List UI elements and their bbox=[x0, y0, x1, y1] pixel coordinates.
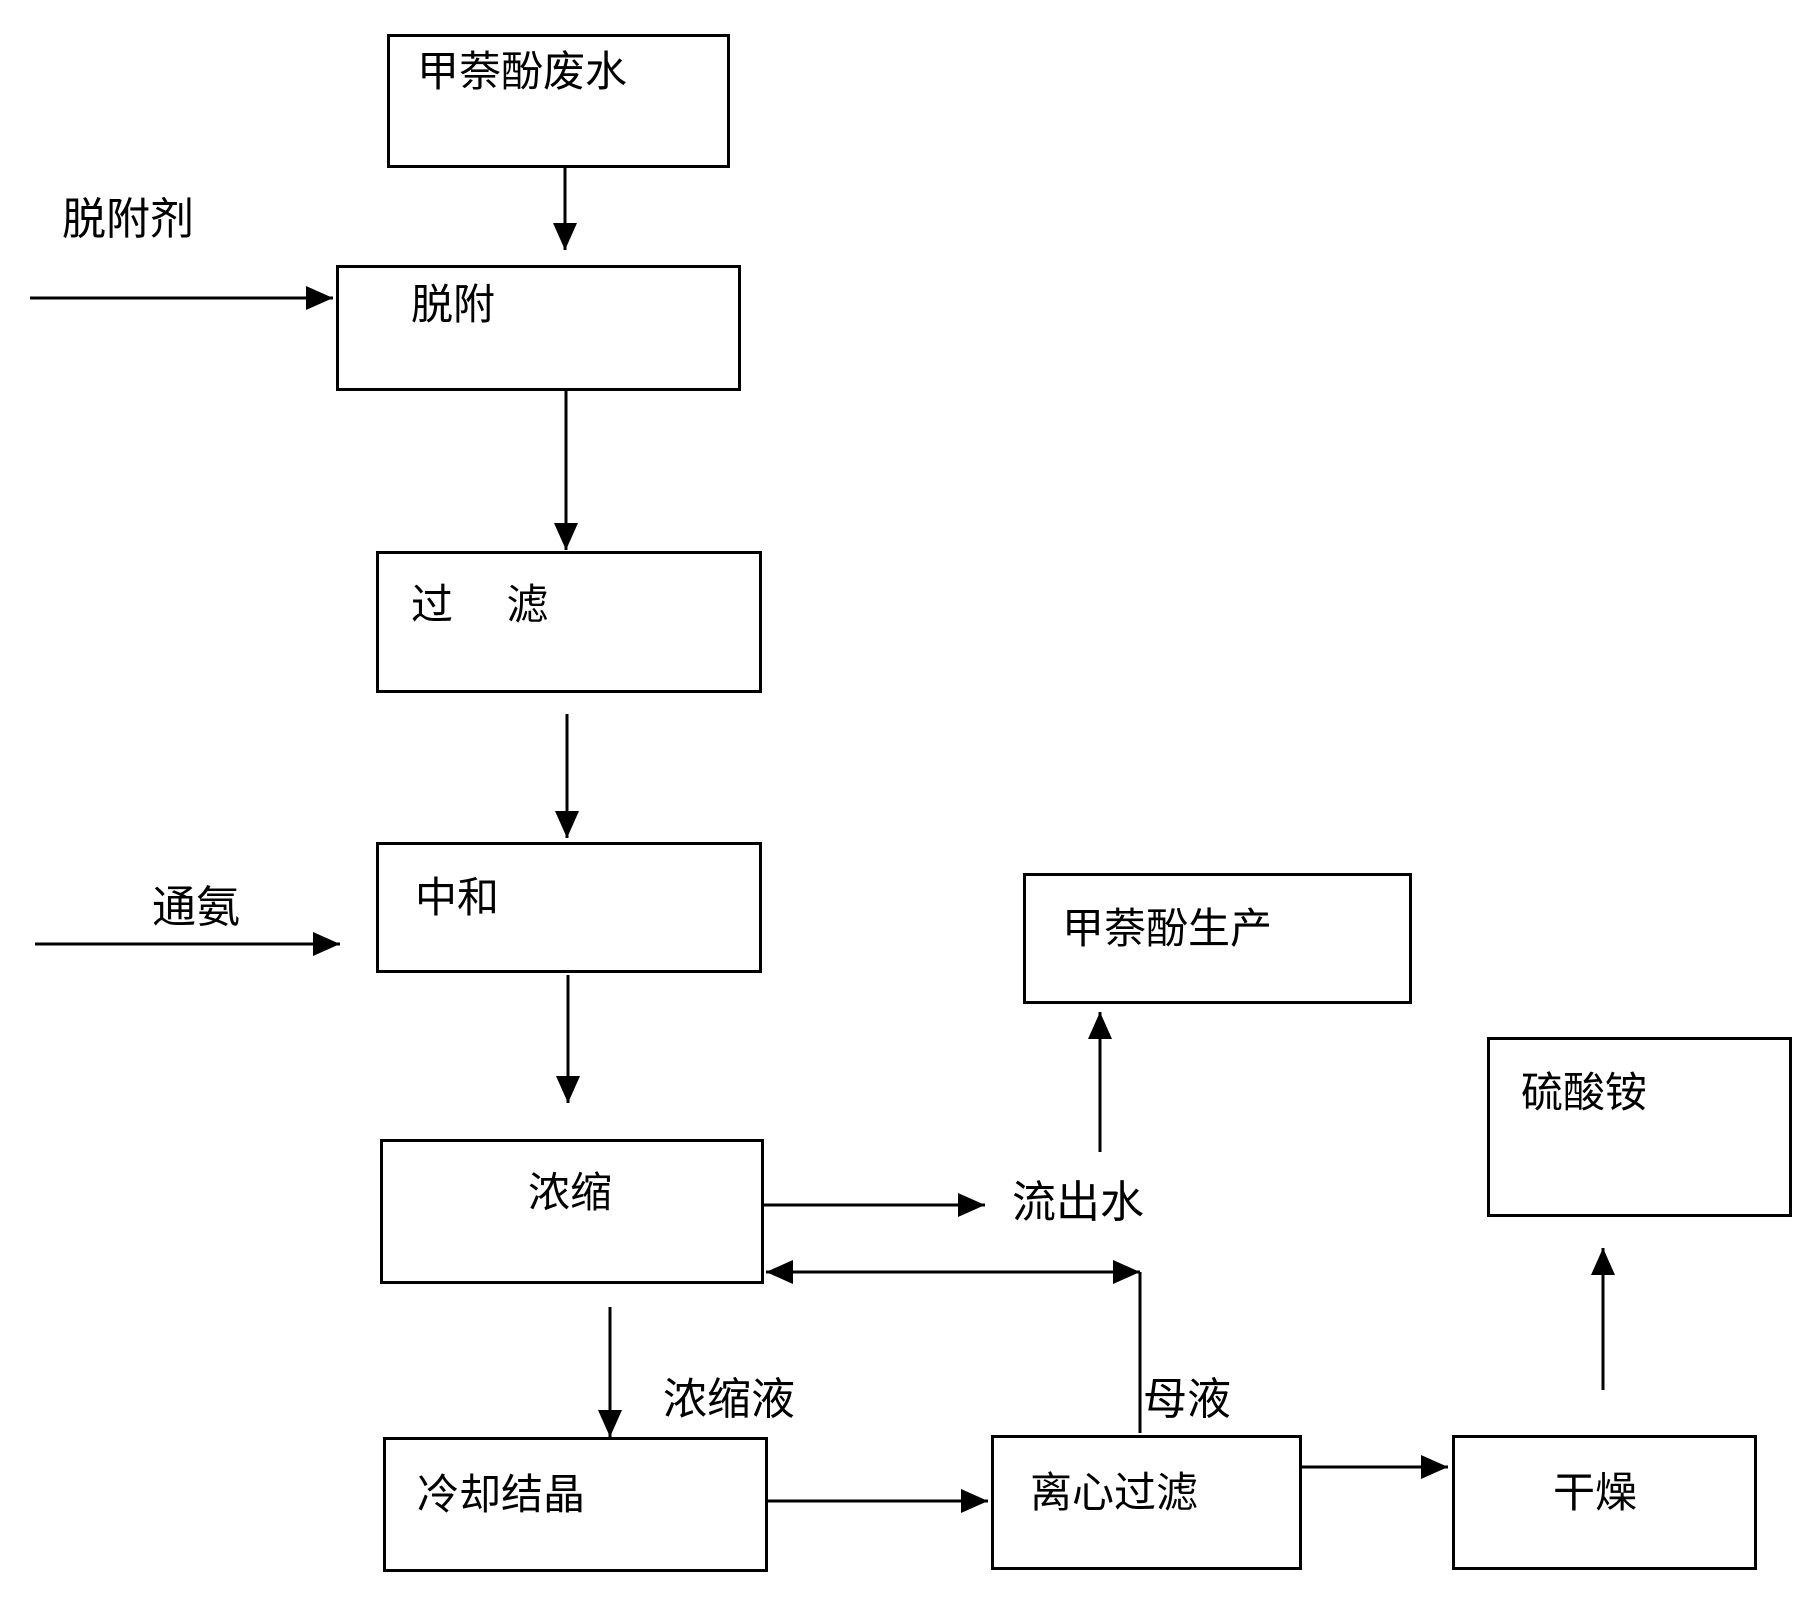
label-concentrate: 浓缩液 bbox=[663, 1374, 795, 1425]
label-mother-liquor: 母液 bbox=[1143, 1374, 1231, 1425]
box-neutralization-label: 中和 bbox=[415, 873, 500, 922]
box-desorption: 脱附 bbox=[336, 265, 741, 391]
box-wastewater-label: 甲萘酚废水 bbox=[417, 47, 628, 96]
box-desorption-label: 脱附 bbox=[411, 280, 496, 329]
box-drying-label: 干燥 bbox=[1553, 1468, 1638, 1517]
label-effluent-water: 流出水 bbox=[1012, 1177, 1144, 1228]
box-naphthol-production-label: 甲萘酚生产 bbox=[1062, 904, 1273, 953]
box-ammonium-sulfate: 硫酸铵 bbox=[1487, 1037, 1792, 1217]
box-concentration-label: 浓缩 bbox=[528, 1168, 613, 1217]
box-centrifugal-filtration-label: 离心过滤 bbox=[1030, 1468, 1199, 1517]
box-cooling-crystallization-label: 冷却结晶 bbox=[417, 1470, 586, 1519]
box-concentration: 浓缩 bbox=[380, 1139, 764, 1284]
box-filtration: 过 滤 bbox=[376, 551, 762, 693]
box-filtration-label: 过 滤 bbox=[411, 580, 549, 629]
box-ammonium-sulfate-label: 硫酸铵 bbox=[1521, 1068, 1648, 1117]
box-naphthol-production: 甲萘酚生产 bbox=[1023, 873, 1412, 1004]
label-ammonia: 通氨 bbox=[152, 882, 240, 933]
box-wastewater: 甲萘酚废水 bbox=[387, 34, 730, 168]
box-centrifugal-filtration: 离心过滤 bbox=[991, 1435, 1302, 1570]
box-neutralization: 中和 bbox=[376, 842, 762, 973]
label-desorbent: 脱附剂 bbox=[62, 194, 194, 245]
box-drying: 干燥 bbox=[1452, 1435, 1757, 1570]
box-cooling-crystallization: 冷却结晶 bbox=[383, 1437, 768, 1572]
